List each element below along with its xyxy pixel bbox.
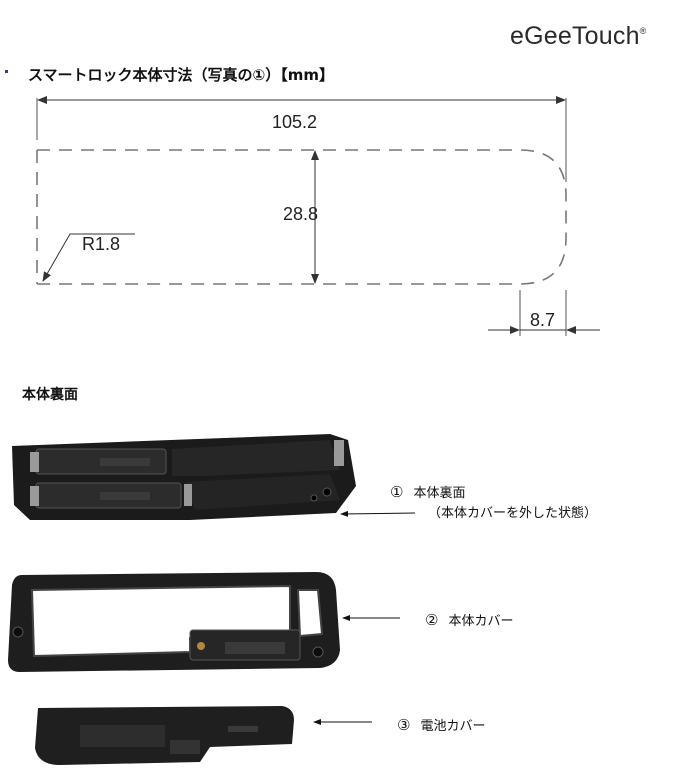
trademark-mark: ® [639,26,647,36]
radius-leader [42,233,135,282]
part-name-2: 本体カバー [448,614,514,629]
part-label-1: ① 本体裏面 [390,482,465,501]
radius-label: R1.8 [82,234,121,254]
bullet-dot [5,70,8,73]
part-note-1: （本体カバーを外した状態） [428,506,598,521]
egeetouch-logo: eGeeTouch® [510,22,647,51]
dimension-drawing [36,96,600,336]
logo-text: eGeeTouch [510,22,640,50]
offset-label: 8.7 [530,310,556,330]
body-outline [37,149,567,285]
part-name-1: 本体裏面 [413,486,466,501]
part-name-3: 電池カバー [420,719,486,734]
section-heading: 本体裏面 [22,387,78,403]
body-cover-photo [8,572,340,672]
body-back-photo [12,434,356,520]
width-label: 105.2 [272,112,318,132]
pointer-arrow-1 [340,510,416,517]
height-label: 28.8 [283,204,319,224]
part-label-2: ② 本体カバー [425,610,513,629]
part-label-3: ③ 電池カバー [397,715,485,734]
part-number-3: ③ [397,716,411,734]
dimension-title: スマートロック本体寸法（写真の①）【mm】 [28,66,335,84]
part-number-1: ① [390,483,404,501]
part-number-2: ② [425,611,439,629]
battery-cover-photo [35,706,294,765]
